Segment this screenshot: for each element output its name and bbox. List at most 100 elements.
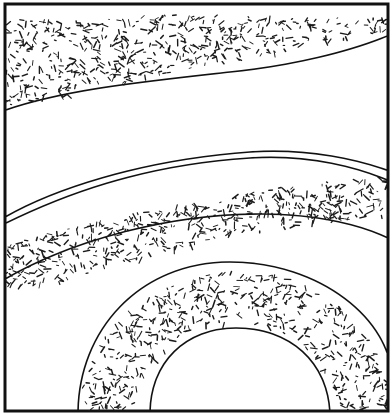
stipple-mark [371, 189, 372, 192]
stipple-mark [205, 28, 211, 29]
stipple-mark [93, 392, 95, 394]
stipple-mark [59, 282, 60, 285]
stipple-mark [100, 346, 104, 347]
stipple-mark [268, 324, 270, 325]
stipple-mark [99, 65, 103, 68]
stipple-mark [224, 230, 226, 232]
stipple-mark [305, 286, 306, 291]
stipple-mark [221, 29, 224, 32]
stipple-mark [329, 311, 330, 313]
stipple-mark [137, 375, 138, 377]
stipple-mark [280, 214, 281, 215]
stipple-mark [245, 23, 248, 24]
stipple-mark [275, 40, 280, 43]
stipple-mark [307, 191, 308, 198]
stipple-mark [26, 43, 31, 47]
stipple-mark [197, 294, 198, 301]
stipple-mark [374, 381, 378, 386]
stipple-mark [39, 79, 42, 83]
stipple-mark [215, 286, 218, 291]
stipple-mark [43, 43, 47, 45]
stipple-mark [132, 344, 135, 347]
stipple-mark [213, 55, 216, 56]
stipple-mark [282, 188, 286, 192]
stipple-mark [206, 38, 211, 41]
stipple-mark [25, 240, 28, 241]
stipple-mark [112, 76, 115, 82]
stipple-mark [118, 242, 123, 244]
stipple-mark [79, 74, 81, 76]
stipple-mark [264, 314, 266, 316]
stipple-mark [25, 21, 26, 27]
stipple-mark [356, 385, 357, 390]
stipple-mark [147, 72, 153, 74]
stipple-mark [345, 399, 347, 400]
stipple-mark [151, 228, 156, 230]
stipple-mark [142, 62, 143, 63]
stipple-mark [172, 286, 174, 287]
stipple-mark [193, 233, 196, 239]
stipple-mark [362, 345, 364, 351]
stipple-mark [375, 21, 378, 25]
stipple-mark [346, 377, 349, 381]
stipple-mark [341, 196, 343, 197]
stipple-mark [123, 19, 124, 21]
stipple-mark [179, 323, 180, 324]
stipple-mark [250, 42, 253, 44]
stipple-mark [17, 51, 19, 52]
stipple-mark [105, 404, 106, 408]
stipple-mark [137, 235, 138, 241]
stipple-mark [188, 225, 189, 230]
stipple-mark [323, 347, 329, 349]
stipple-mark [356, 376, 358, 377]
stipple-mark [201, 319, 203, 321]
bottom-ring-inner-edge [150, 328, 330, 414]
stipple-mark [339, 219, 341, 220]
stipple-mark [88, 40, 91, 44]
stipple-mark [182, 312, 187, 314]
stipple-mark [81, 263, 82, 267]
stipple-mark [24, 43, 26, 46]
stipple-mark [352, 355, 355, 359]
stipple-mark [117, 68, 120, 71]
stipple-mark [194, 219, 198, 220]
stipple-mark [349, 333, 350, 335]
stipple-mark [167, 288, 168, 289]
stipple-mark [136, 368, 138, 374]
stipple-mark [204, 312, 208, 313]
stipple-mark [32, 61, 33, 66]
stipple-mark [255, 287, 258, 288]
stipple-mark [164, 219, 165, 221]
stipple-mark [213, 300, 215, 307]
stipple-mark [176, 205, 178, 210]
stipple-mark [10, 96, 12, 98]
stipple-mark [92, 45, 93, 49]
stipple-mark [102, 35, 103, 39]
stipple-mark [118, 71, 121, 73]
stipple-mark [91, 227, 92, 232]
stipple-mark [335, 309, 336, 315]
stipple-mark [201, 232, 205, 233]
stipple-mark [234, 286, 240, 287]
stipple-mark [272, 275, 273, 278]
stipple-mark [147, 298, 149, 302]
stipple-mark [74, 62, 78, 68]
stipple-mark [118, 352, 120, 354]
stipple-mark [131, 325, 138, 326]
stipple-mark [85, 42, 86, 43]
stipple-mark [57, 22, 62, 24]
stipple-mark [264, 280, 269, 281]
stipple-mark [123, 32, 126, 33]
stipple-mark [96, 222, 97, 227]
stipple-mark [124, 23, 125, 28]
stipple-mark [132, 218, 133, 220]
stipple-mark [217, 58, 218, 62]
stipple-mark [343, 388, 344, 391]
stipple-mark [215, 49, 220, 51]
stipple-mark [59, 72, 60, 74]
stipple-mark [74, 265, 75, 271]
stipple-mark [299, 203, 303, 207]
stipple-mark [321, 357, 327, 361]
stipple-mark [60, 281, 64, 282]
stipple-mark [22, 28, 23, 30]
